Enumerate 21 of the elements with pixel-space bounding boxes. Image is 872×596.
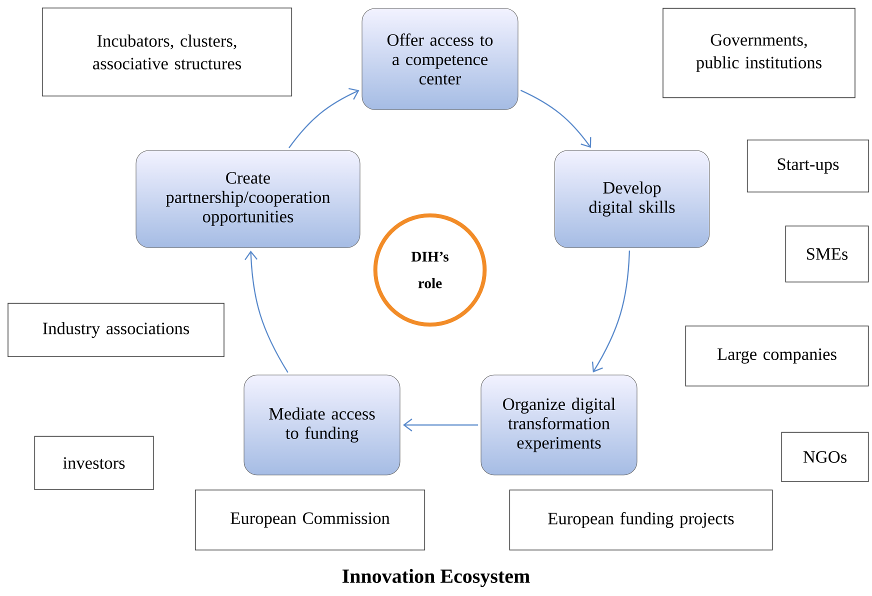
diagram-title: Innovation Ecosystem: [342, 568, 530, 588]
actor-box: Incubators, clusters, associative structures: [42, 8, 292, 96]
arrow: [592, 250, 630, 372]
process-box: Develop digital skills: [554, 150, 710, 248]
actor-box: European Commission: [194, 490, 426, 550]
process-box: Mediate access to funding: [244, 374, 400, 476]
process-box: Create partnership/cooperation opportunities: [136, 150, 360, 248]
actor-box: European funding projects: [509, 490, 773, 550]
actor-box: Governments, public institutions: [662, 8, 856, 98]
actor-box: NGOs: [781, 432, 869, 482]
actor-box: investors: [34, 436, 154, 490]
arrow: [402, 418, 478, 432]
arrow: [288, 88, 360, 148]
actor-box: Start-ups: [746, 140, 870, 192]
actor-box: Industry associations: [8, 302, 224, 358]
actor-box: Large companies: [685, 326, 869, 386]
process-box: Offer access to a competence center: [362, 8, 518, 110]
process-box: Organize digital transformation experiments: [480, 374, 638, 476]
arrow: [520, 90, 592, 148]
actor-box: SMEs: [785, 226, 869, 282]
arrow: [244, 250, 288, 373]
